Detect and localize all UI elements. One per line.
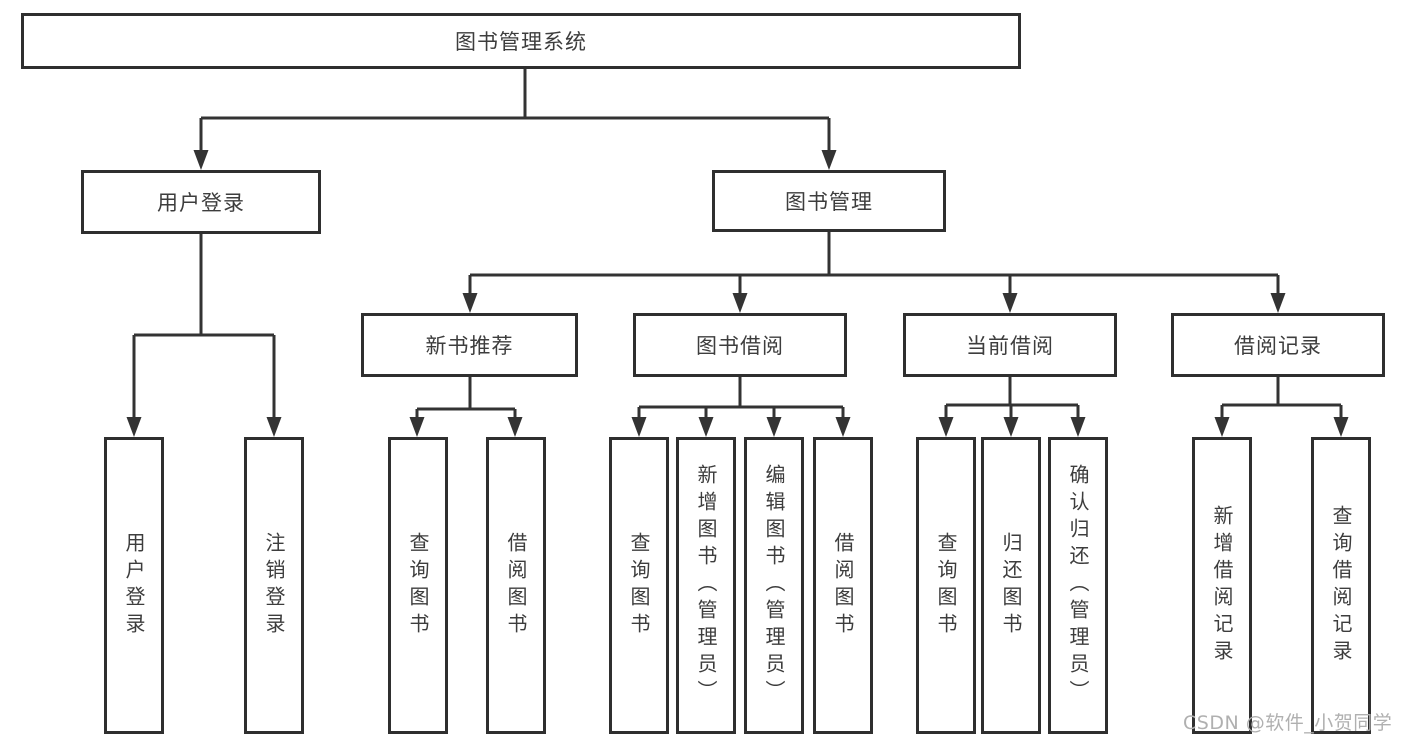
leaf-user-login: 用户登录: [104, 437, 164, 734]
node-borrow-records: 借阅记录: [1171, 313, 1385, 377]
node-user-login-label: 用户登录: [157, 191, 245, 215]
connector-book-borrow-split: [637, 376, 845, 419]
node-new-book-recommend: 新书推荐: [361, 313, 578, 377]
leaf-query-books-recommend: 查询图书: [388, 437, 448, 734]
leaf-borrow-books-label: 借阅图书: [831, 531, 855, 640]
leaf-query-borrow-record: 查询借阅记录: [1311, 437, 1371, 734]
leaf-edit-book-admin: 编辑图书（管理员）: [744, 437, 804, 734]
node-book-management: 图书管理: [712, 170, 946, 232]
node-current-borrow: 当前借阅: [903, 313, 1117, 377]
leaf-return-book: 归还图书: [981, 437, 1041, 734]
node-new-book-recommend-label: 新书推荐: [425, 334, 514, 358]
leaf-query-books-borrow: 查询图书: [609, 437, 669, 734]
node-book-borrow: 图书借阅: [633, 313, 847, 377]
leaf-confirm-return-admin-label: 确认归还（管理员）: [1066, 464, 1090, 707]
leaf-return-book-label: 归还图书: [999, 531, 1023, 640]
connector-book-management-rail: [468, 232, 1280, 295]
node-user-login: 用户登录: [81, 170, 321, 234]
leaf-query-books-recommend-label: 查询图书: [406, 531, 430, 640]
csdn-watermark: CSDN @软件_小贺同学: [1183, 712, 1393, 734]
leaf-edit-book-admin-label: 编辑图书（管理员）: [762, 464, 786, 707]
connector-borrow-records-split: [1220, 376, 1343, 419]
leaf-logout-label: 注销登录: [262, 531, 286, 640]
leaf-add-book-admin: 新增图书（管理员）: [676, 437, 736, 734]
leaf-borrow-books: 借阅图书: [813, 437, 873, 734]
leaf-add-borrow-record: 新增借阅记录: [1192, 437, 1252, 734]
leaf-borrow-books-recommend-label: 借阅图书: [504, 531, 528, 640]
connector-current-borrow-split: [944, 376, 1080, 419]
connector-new-book-split: [415, 376, 517, 419]
leaf-query-books-current: 查询图书: [916, 437, 976, 734]
node-root-label: 图书管理系统: [455, 30, 587, 54]
node-book-management-label: 图书管理: [785, 190, 873, 214]
leaf-query-books-current-label: 查询图书: [934, 531, 958, 640]
leaf-add-book-admin-label: 新增图书（管理员）: [694, 464, 718, 707]
node-book-borrow-label: 图书借阅: [696, 334, 784, 358]
node-root: 图书管理系统: [21, 13, 1021, 69]
node-borrow-records-label: 借阅记录: [1234, 334, 1322, 358]
leaf-borrow-books-recommend: 借阅图书: [486, 437, 546, 734]
leaf-query-borrow-record-label: 查询借阅记录: [1329, 504, 1353, 667]
leaf-query-books-borrow-label: 查询图书: [627, 531, 651, 640]
connector-root-to-level2: [199, 69, 831, 152]
leaf-confirm-return-admin: 确认归还（管理员）: [1048, 437, 1108, 734]
node-current-borrow-label: 当前借阅: [966, 334, 1054, 358]
leaf-logout: 注销登录: [244, 437, 304, 734]
connector-user-login-split: [132, 234, 276, 419]
leaf-user-login-label: 用户登录: [122, 531, 146, 640]
leaf-add-borrow-record-label: 新增借阅记录: [1210, 504, 1234, 667]
